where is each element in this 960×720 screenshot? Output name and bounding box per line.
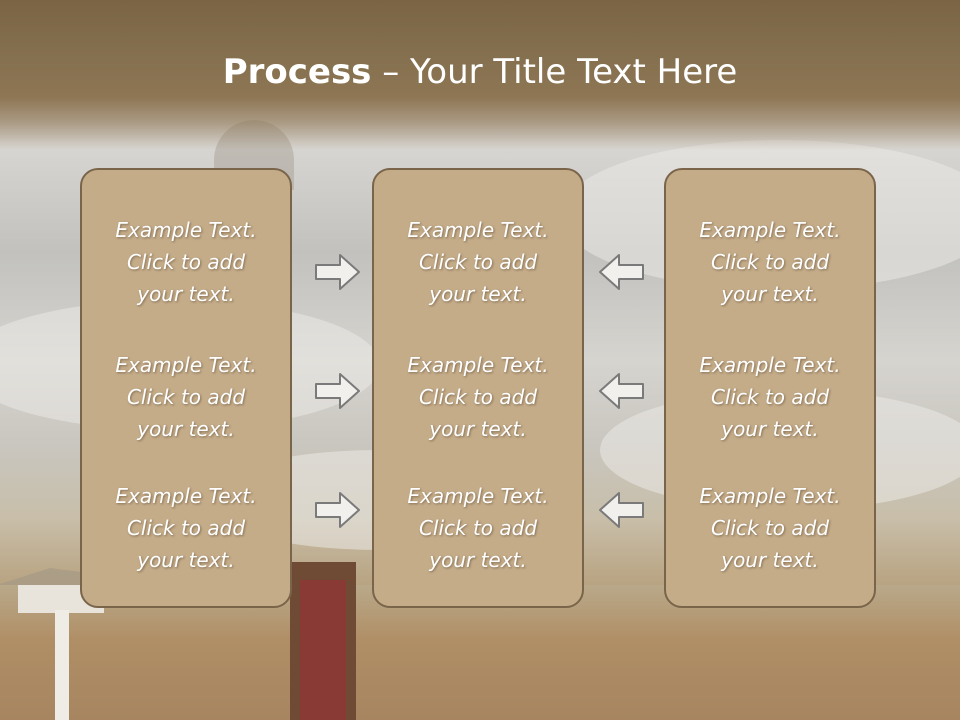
text-line: Example Text. [115, 218, 257, 242]
card-text-block[interactable]: Example Text. Click to add your text. [82, 480, 290, 576]
text-line: your text. [137, 282, 235, 306]
text-line: Example Text. [699, 484, 841, 508]
text-line: Click to add [126, 385, 246, 409]
card-text-block[interactable]: Example Text. Click to add your text. [666, 349, 874, 445]
left-arrow-icon [599, 254, 644, 290]
text-line: Example Text. [115, 484, 257, 508]
title-rest: – Your Title Text Here [371, 52, 738, 92]
text-line: your text. [721, 417, 819, 441]
text-line: Click to add [126, 516, 246, 540]
text-line: your text. [721, 282, 819, 306]
card-text-block[interactable]: Example Text. Click to add your text. [374, 214, 582, 310]
text-line: Example Text. [115, 353, 257, 377]
text-line: Click to add [710, 385, 830, 409]
left-arrow-icon [599, 373, 644, 409]
text-line: Click to add [710, 516, 830, 540]
text-line: Example Text. [407, 484, 549, 508]
text-line: Click to add [126, 250, 246, 274]
text-line: your text. [721, 548, 819, 572]
header-band [0, 0, 960, 150]
text-line: Click to add [418, 516, 538, 540]
text-line: Example Text. [407, 218, 549, 242]
right-arrow-icon [315, 373, 360, 409]
card-text-block[interactable]: Example Text. Click to add your text. [82, 349, 290, 445]
right-arrow-icon [315, 492, 360, 528]
slide-title[interactable]: Process – Your Title Text Here [0, 52, 960, 92]
text-line: Click to add [418, 250, 538, 274]
text-line: your text. [429, 548, 527, 572]
card-text-block[interactable]: Example Text. Click to add your text. [374, 349, 582, 445]
text-line: Example Text. [699, 218, 841, 242]
text-line: your text. [137, 548, 235, 572]
process-card-left[interactable]: Example Text. Click to add your text. Ex… [80, 168, 292, 608]
text-line: Example Text. [407, 353, 549, 377]
text-line: Example Text. [699, 353, 841, 377]
text-line: your text. [429, 282, 527, 306]
card-text-block[interactable]: Example Text. Click to add your text. [374, 480, 582, 576]
process-card-right[interactable]: Example Text. Click to add your text. Ex… [664, 168, 876, 608]
left-arrow-icon [599, 492, 644, 528]
text-line: Click to add [710, 250, 830, 274]
card-text-block[interactable]: Example Text. Click to add your text. [666, 214, 874, 310]
right-arrow-icon [315, 254, 360, 290]
text-line: your text. [137, 417, 235, 441]
process-card-middle[interactable]: Example Text. Click to add your text. Ex… [372, 168, 584, 608]
text-line: your text. [429, 417, 527, 441]
title-bold: Process [222, 52, 372, 92]
text-line: Click to add [418, 385, 538, 409]
sign-post [55, 610, 69, 720]
card-text-block[interactable]: Example Text. Click to add your text. [666, 480, 874, 576]
card-text-block[interactable]: Example Text. Click to add your text. [82, 214, 290, 310]
